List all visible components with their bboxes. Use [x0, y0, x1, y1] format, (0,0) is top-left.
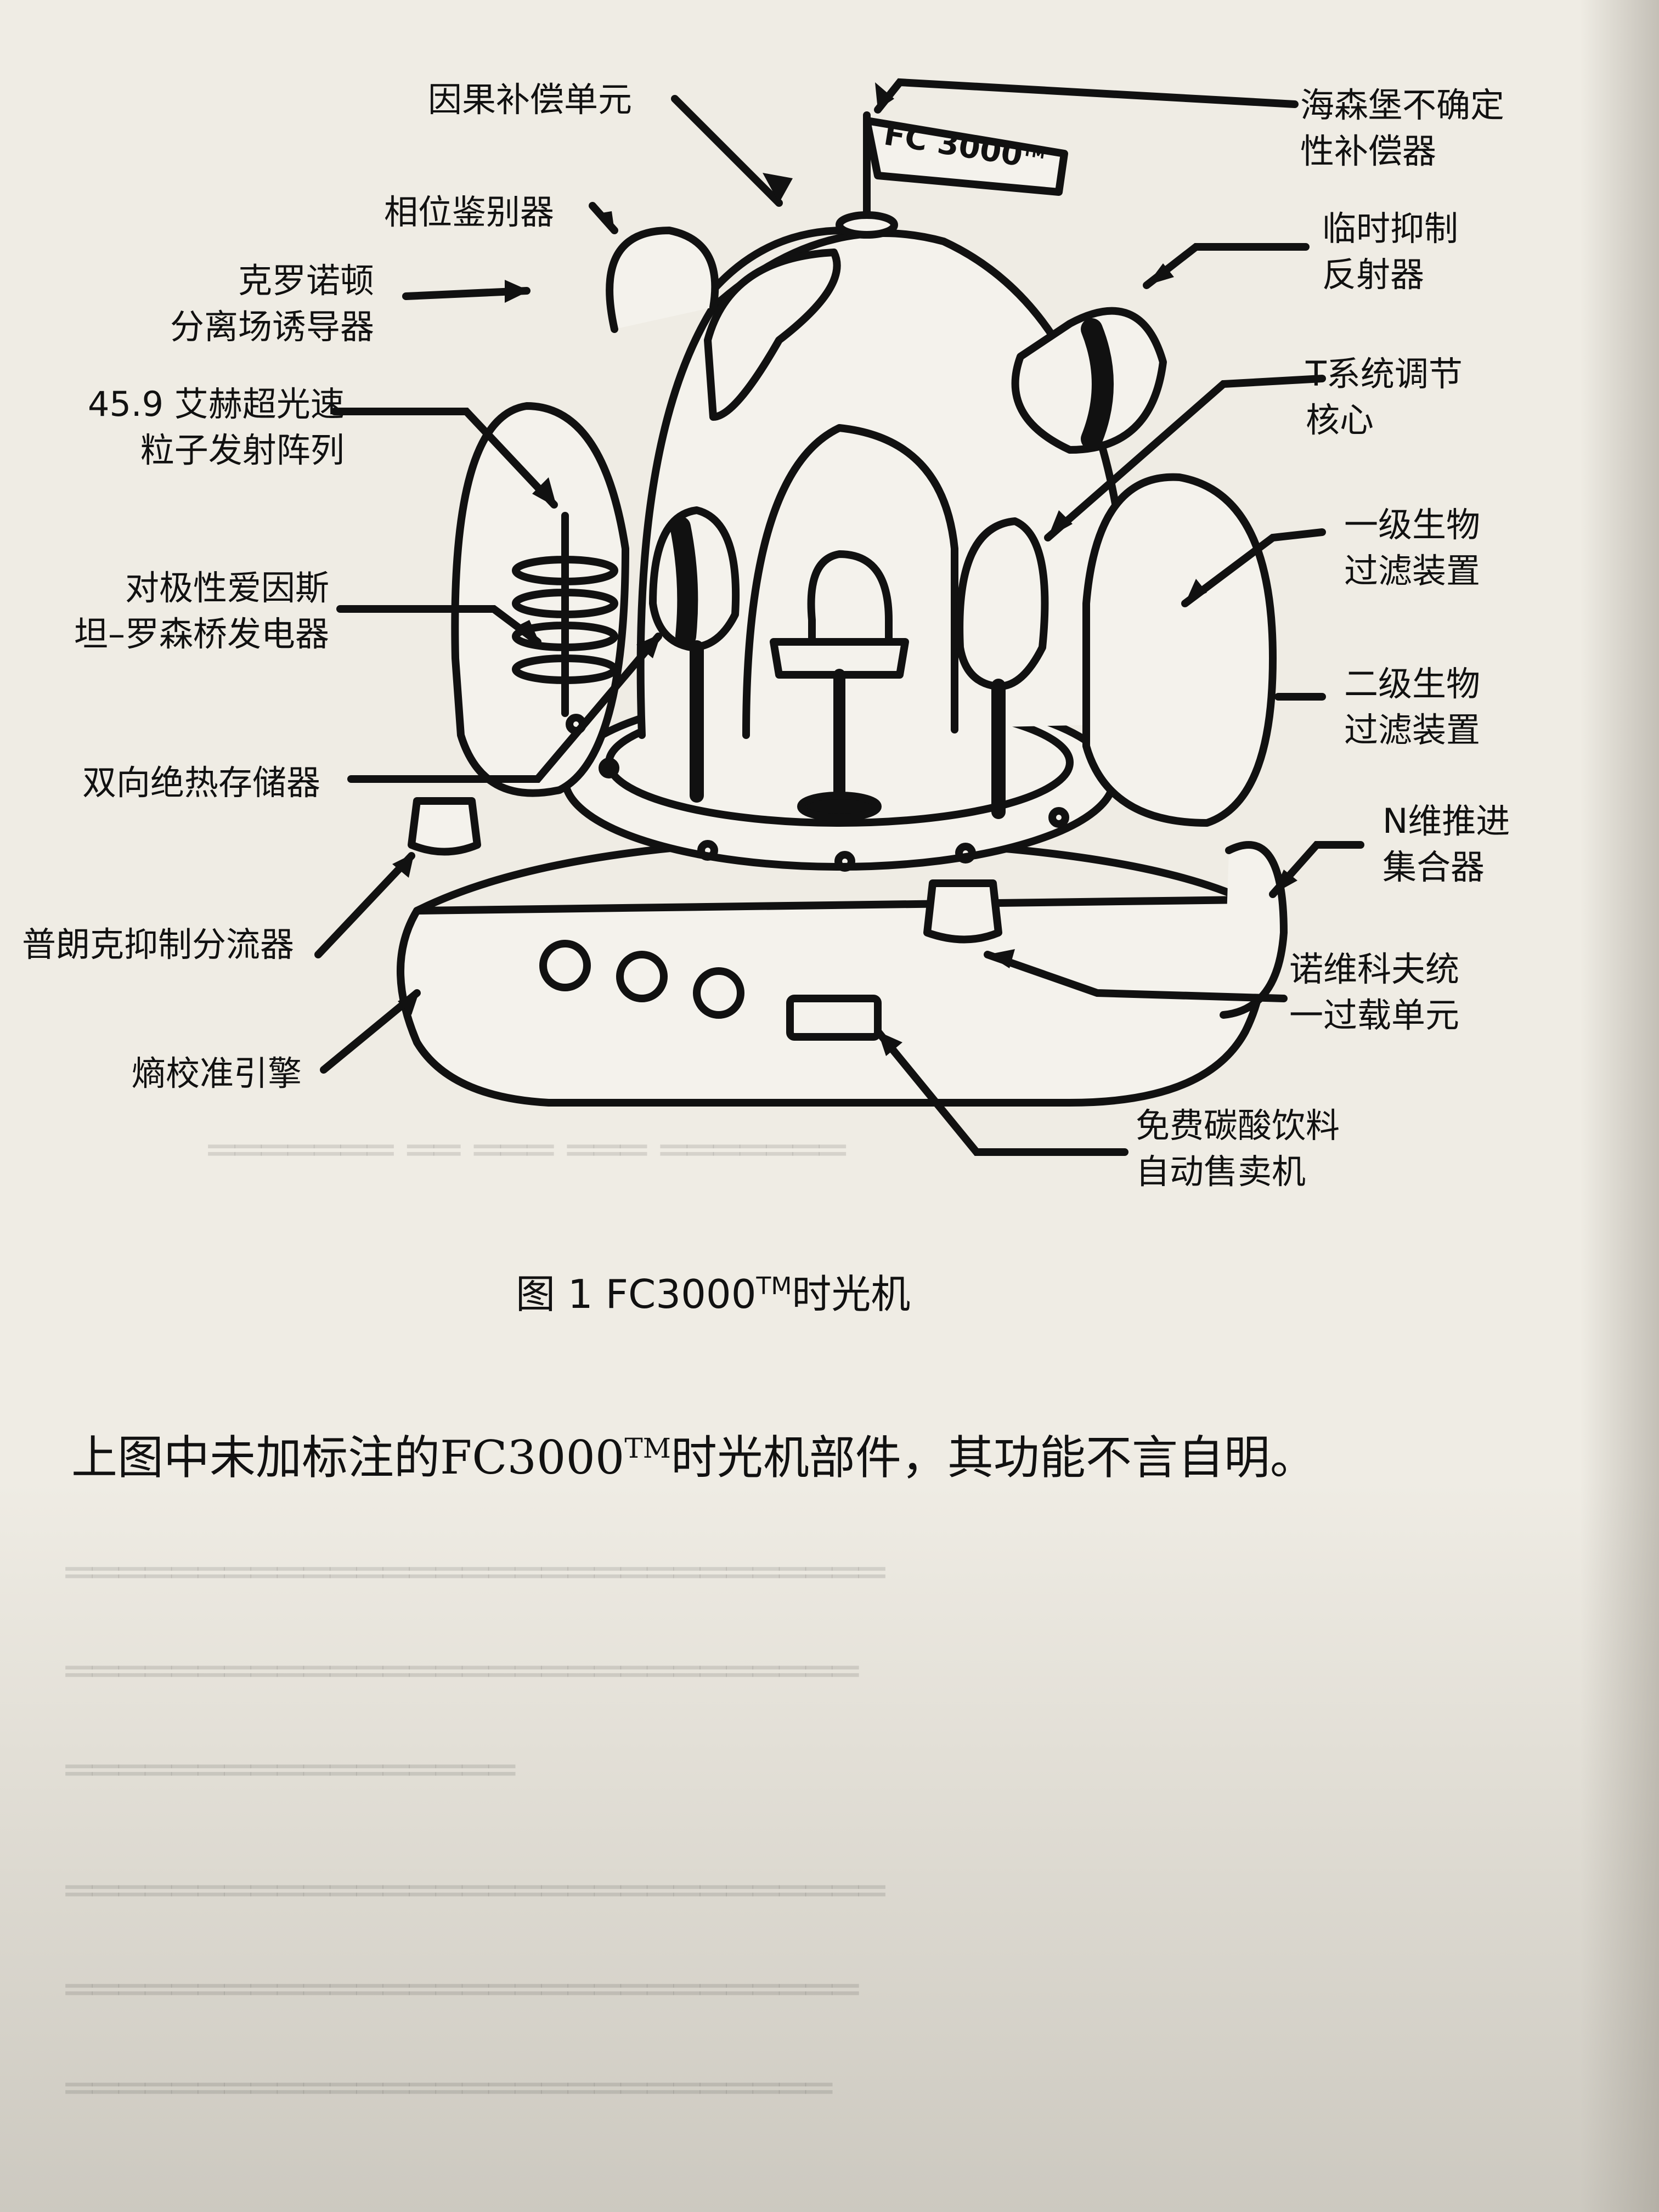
label-chronoton-field-inducer: 克罗诺顿 分离场诱导器 — [170, 261, 375, 347]
body-paragraph: 上图中未加标注的FC3000TM时光机部件，其功能不言自明。 — [71, 1431, 1316, 1485]
label-causal-compensation-unit: 因果补偿单元 — [428, 80, 633, 120]
label-soda-vending-machine: 免费碳酸饮料 自动售卖机 — [1136, 1105, 1340, 1192]
label-secondary-bio-filter: 二级生物 过滤装置 — [1344, 664, 1481, 750]
label-t-system-core: T系统调节 核心 — [1306, 354, 1463, 440]
label-adiabatic-storage: 双向绝热存储器 — [82, 763, 321, 803]
label-tachyon-emitter-array: 45.9 艾赫超光速 粒子发射阵列 — [88, 384, 345, 470]
label-planck-shunt: 普朗克抑制分流器 — [22, 924, 295, 964]
label-einstein-rosen-bridge-generator: 对极性爱因斯 坦–罗森桥发电器 — [74, 568, 330, 654]
figure-caption: 图 1 FC3000TM时光机 — [516, 1271, 911, 1317]
label-temporary-reflector: 临时抑制 反射器 — [1322, 208, 1459, 295]
label-entropy-engine: 熵校准引擎 — [132, 1053, 302, 1093]
page-edge — [1580, 0, 1659, 2212]
bleed-through-text: ═══════════════════════════════ — [66, 1865, 885, 1916]
bleed-through-text: ═════════════════════════════ — [66, 2063, 832, 2114]
label-n-dim-propulsion: N维推进 集合器 — [1383, 801, 1510, 887]
bleed-through-text: ══════════════════════════════ — [66, 1646, 859, 1697]
label-phase-discriminator: 相位鉴别器 — [384, 192, 555, 232]
label-primary-bio-filter: 一级生物 过滤装置 — [1344, 505, 1481, 591]
label-novikov-overload-unit: 诺维科夫统 一过载单元 — [1289, 949, 1460, 1035]
bleed-through-text: ═══════════════════════════════ — [66, 1547, 885, 1598]
time-machine-illustration — [314, 78, 1364, 1156]
label-heisenberg-compensator: 海森堡不确定 性补偿器 — [1300, 85, 1505, 171]
bleed-through-text: ═════════════════ — [66, 1745, 515, 1796]
bleed-through-text: ══════════════════════════════ — [66, 1964, 859, 2015]
